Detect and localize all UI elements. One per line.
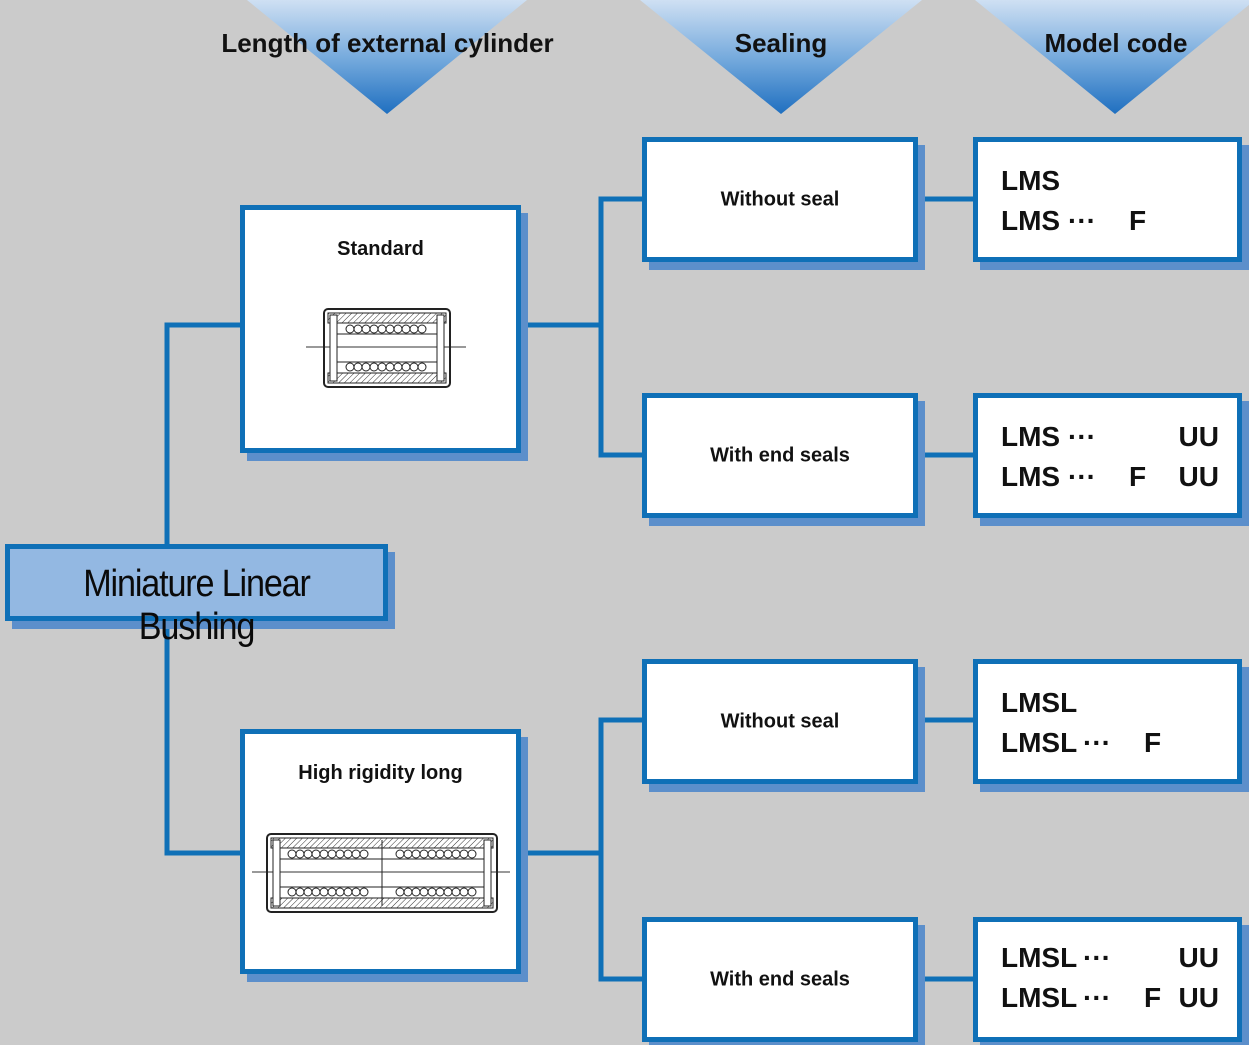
type-standard-label: Standard (337, 238, 424, 260)
model-code-3-line-2: LMSL ··· F (1001, 727, 1162, 758)
sealing-label-4: With end seals (710, 968, 850, 990)
connector-root-to-long (164, 621, 242, 856)
model-code-4-line-2: LMSL ··· F UU (1001, 982, 1219, 1013)
root-label: Miniature Linear Bushing (83, 563, 311, 648)
model-code-box-4: LMSL ··· UU LMSL ··· F UU (973, 917, 1242, 1042)
bushing-standard-drawing (306, 308, 466, 388)
header-arrow-sealing (640, 0, 922, 114)
header-arrow-model-code (975, 0, 1249, 114)
sealing-box-4: With end seals (642, 917, 918, 1042)
sealing-label-1: Without seal (720, 188, 840, 210)
connector-root-to-standard (164, 322, 242, 544)
header-arrow-length (247, 0, 527, 114)
sealing-label-3: Without seal (720, 710, 840, 732)
model-code-3-line-1: LMSL (1001, 687, 1078, 718)
model-code-2-line-1: LMS ··· UU (1001, 421, 1219, 452)
connector-split-bottom (598, 717, 642, 982)
root-node: Miniature Linear Bushing (5, 544, 388, 648)
header-sealing: Sealing (734, 28, 828, 58)
sealing-box-3: Without seal (642, 659, 918, 784)
model-code-2-line-2: LMS ··· F UU (1001, 461, 1219, 492)
connector-split-top (598, 196, 642, 458)
model-code-box-3: LMSL LMSL ··· F (973, 659, 1242, 784)
model-code-box-2: LMS ··· UU LMS ··· F UU (973, 393, 1242, 518)
model-code-1-line-2: LMS ··· F (1001, 205, 1147, 236)
model-code-4-line-1: LMSL ··· UU (1001, 942, 1219, 973)
model-code-box-1: LMS LMS ··· F (973, 137, 1242, 262)
header-length: Length of external cylinder (221, 28, 554, 58)
type-long-label: High rigidity long (298, 762, 463, 784)
header-model-code: Model code (1044, 28, 1188, 58)
sealing-label-2: With end seals (710, 444, 850, 466)
sealing-box-2: With end seals (642, 393, 918, 518)
sealing-box-1: Without seal (642, 137, 918, 262)
type-standard-box: Standard (240, 205, 521, 453)
type-long-box: High rigidity long (240, 729, 521, 974)
model-code-1-line-1: LMS (1001, 165, 1061, 196)
bushing-long-drawing (252, 833, 510, 913)
